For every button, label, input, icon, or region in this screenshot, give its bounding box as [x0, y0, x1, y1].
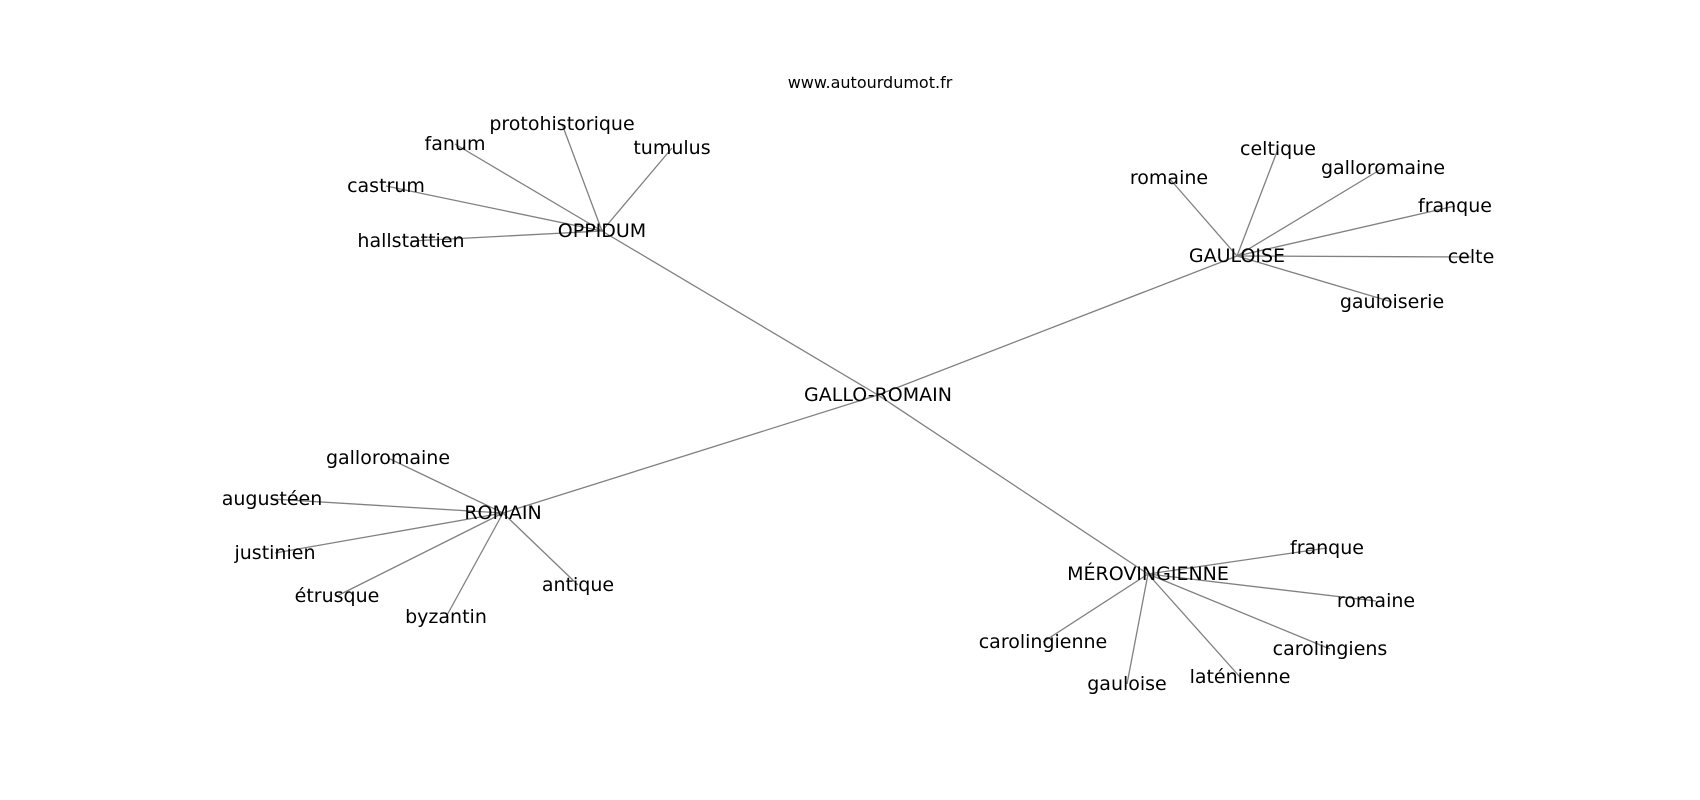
edge-merovingienne-carolingiens: [1147, 573, 1331, 650]
node-merovingienne-franque[interactable]: franque: [1290, 537, 1364, 559]
node-romain-galloromaine[interactable]: galloromaine: [326, 447, 450, 469]
node-gauloise-gauloiserie[interactable]: gauloiserie: [1340, 291, 1444, 313]
node-merovingienne-gauloise[interactable]: gauloise: [1087, 673, 1167, 695]
edge-gauloise-franque: [1236, 205, 1456, 257]
edge-gallo-romain-oppidum: [601, 230, 879, 396]
edge-gallo-romain-romain: [502, 394, 879, 514]
edge-merovingienne-franque: [1147, 547, 1328, 575]
edge-oppidum-hallstattien: [410, 230, 603, 242]
node-oppidum-castrum[interactable]: castrum: [347, 175, 425, 197]
node-oppidum-hallstattien[interactable]: hallstattien: [357, 230, 464, 252]
node-merovingienne[interactable]: MÉROVINGIENNE: [1067, 562, 1229, 585]
edge-gauloise-gauloiserie: [1236, 255, 1393, 303]
node-gauloise-galloromaine[interactable]: galloromaine: [1321, 157, 1445, 179]
edge-oppidum-fanum: [454, 143, 603, 232]
node-romain-augusteen[interactable]: augustéen: [222, 488, 323, 510]
node-merovingienne-romaine[interactable]: romaine: [1337, 590, 1415, 612]
edge-gauloise-celte: [1236, 255, 1472, 258]
node-gauloise-franque[interactable]: franque: [1418, 195, 1492, 217]
node-oppidum[interactable]: OPPIDUM: [558, 220, 646, 242]
node-romain-etrusque[interactable]: étrusque: [295, 585, 380, 607]
node-gallo-romain[interactable]: GALLO-ROMAIN: [804, 384, 952, 406]
graph-edges: [271, 123, 1472, 685]
node-romain-justinien[interactable]: justinien: [233, 542, 315, 564]
edge-romain-antique: [502, 512, 579, 586]
edge-gallo-romain-merovingienne: [877, 394, 1149, 575]
node-romain-byzantin[interactable]: byzantin: [405, 606, 487, 628]
node-oppidum-protohistorique[interactable]: protohistorique: [489, 113, 634, 135]
node-oppidum-tumulus[interactable]: tumulus: [633, 137, 710, 159]
edge-romain-byzantin: [445, 512, 504, 618]
edge-romain-galloromaine: [387, 457, 504, 514]
node-oppidum-fanum[interactable]: fanum: [425, 133, 486, 155]
node-gauloise-celtique[interactable]: celtique: [1240, 138, 1316, 160]
edge-merovingienne-gauloise: [1126, 573, 1149, 685]
edge-oppidum-tumulus: [601, 147, 673, 232]
edge-gauloise-galloromaine: [1236, 167, 1384, 257]
edge-merovingienne-latenienne: [1147, 573, 1241, 678]
node-merovingienne-carolingienne[interactable]: carolingienne: [979, 631, 1108, 653]
node-romain-antique[interactable]: antique: [542, 574, 614, 596]
edge-gauloise-celtique: [1236, 148, 1279, 257]
edge-romain-justinien: [274, 512, 504, 554]
node-merovingienne-latenienne[interactable]: laténienne: [1190, 666, 1291, 688]
node-gauloise[interactable]: GAULOISE: [1189, 245, 1285, 267]
edge-gauloise-romaine: [1168, 177, 1238, 257]
edge-gallo-romain-gauloise: [877, 255, 1238, 396]
edge-romain-augusteen: [271, 498, 504, 514]
node-romain[interactable]: ROMAIN: [464, 502, 541, 524]
node-gauloise-celte[interactable]: celte: [1448, 246, 1495, 268]
edge-romain-etrusque: [336, 512, 504, 597]
node-gauloise-romaine[interactable]: romaine: [1130, 167, 1208, 189]
edge-merovingienne-romaine: [1147, 573, 1377, 602]
edge-oppidum-castrum: [385, 185, 603, 232]
node-merovingienne-carolingiens[interactable]: carolingiens: [1273, 638, 1388, 660]
edge-merovingienne-carolingienne: [1042, 573, 1149, 643]
site-watermark: www.autourdumot.fr: [788, 73, 953, 92]
edge-oppidum-protohistorique: [561, 123, 603, 232]
